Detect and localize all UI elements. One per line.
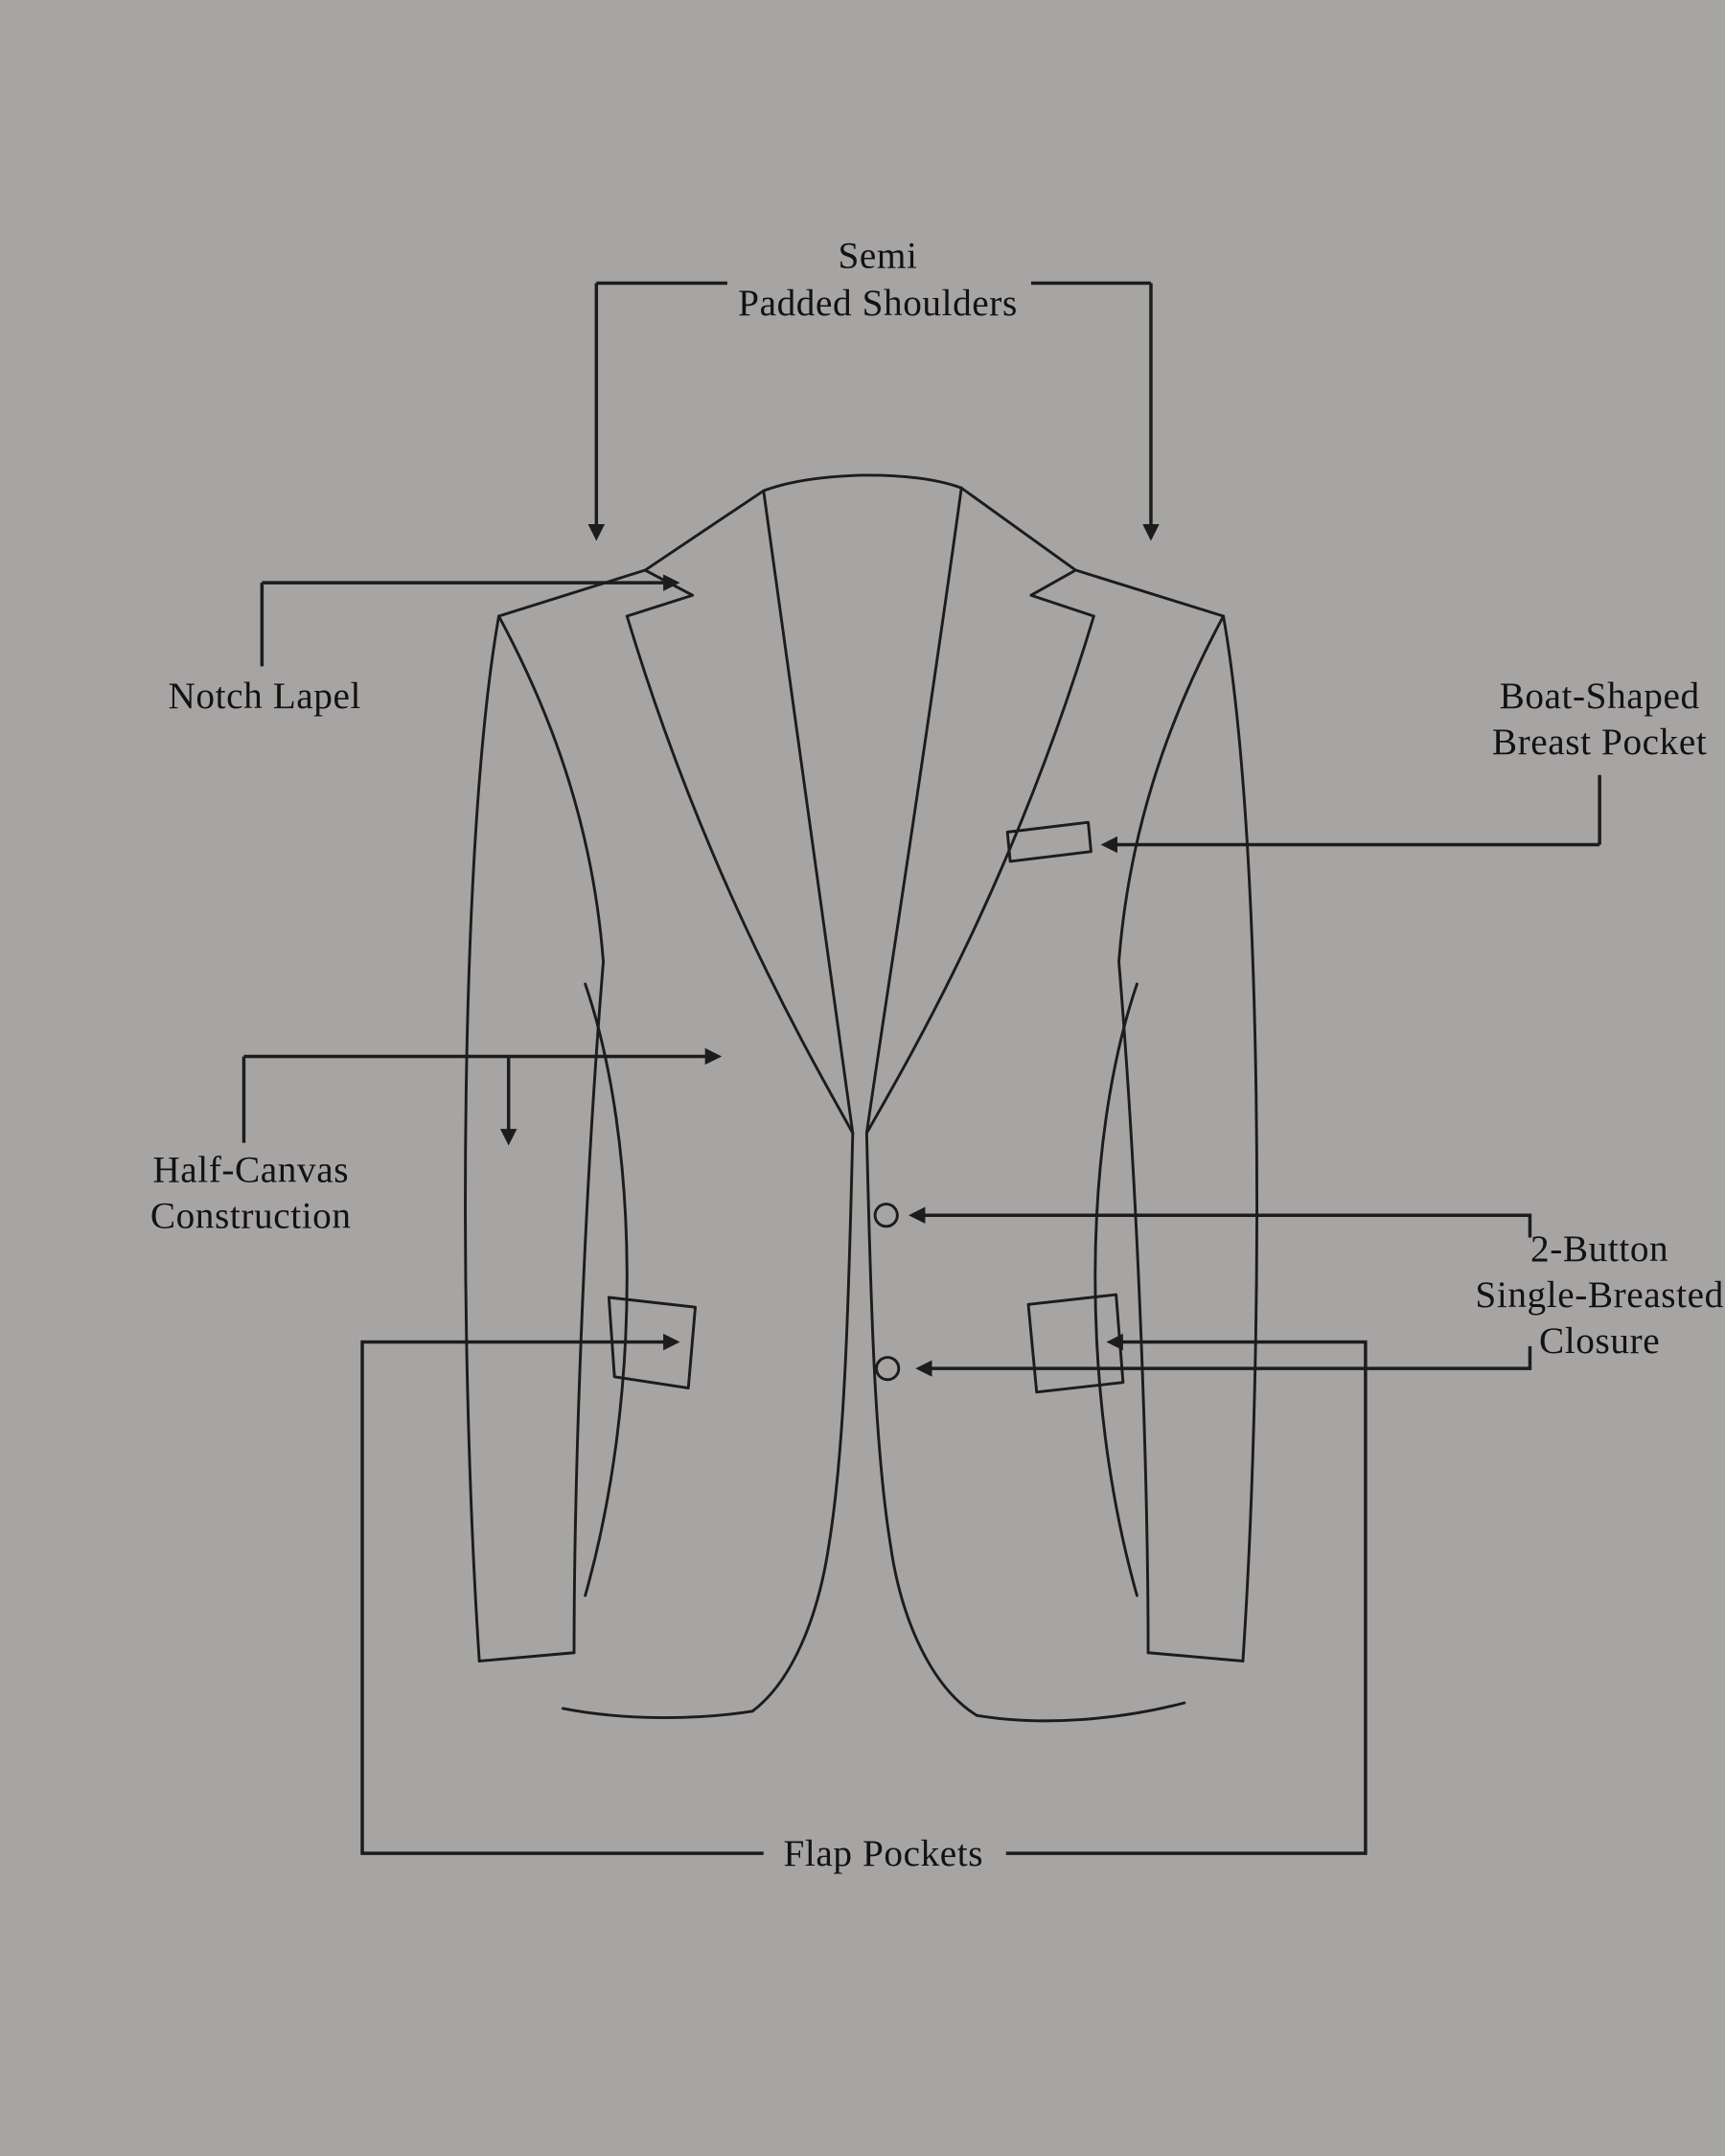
- back-collar-line: [762, 473, 963, 493]
- left-roll-line: [762, 489, 855, 1135]
- right-armhole-seam: [1117, 614, 1226, 964]
- left-sleeve-inner: [572, 960, 606, 1655]
- right-notch-line: [1029, 568, 1095, 618]
- right-sleeve-inner: [1117, 960, 1150, 1655]
- label-closure-line3: Closure: [1539, 1320, 1660, 1362]
- label-shoulders-line2: Padded Shoulders: [738, 283, 1018, 324]
- left-lapel-edge: [625, 614, 855, 1135]
- labels: Semi Padded Shoulders Notch Lapel Boat-S…: [150, 236, 1723, 1875]
- bottom-button: [875, 1356, 901, 1382]
- left-front-edge: [750, 1131, 855, 1713]
- left-sleeve-outer: [464, 614, 500, 1663]
- label-notch-lapel: Notch Lapel: [169, 676, 361, 717]
- right-cuff-line: [1146, 1651, 1245, 1663]
- label-shoulders-line1: Semi: [838, 236, 917, 277]
- left-shoulder-seam: [497, 568, 647, 618]
- right-collar-edge: [959, 486, 1077, 572]
- leader-closure-top-arrow: [908, 1206, 1532, 1238]
- right-hem-line: [975, 1701, 1186, 1723]
- right-flap-pocket-shape: [1026, 1293, 1125, 1394]
- left-hem-line: [561, 1707, 754, 1720]
- leader-flap-left-arrow: [360, 1333, 764, 1855]
- left-notch-line: [625, 568, 695, 618]
- label-canvas-line2: Construction: [150, 1195, 352, 1236]
- leader-lines: [242, 281, 1601, 1855]
- left-flap-pocket-shape: [607, 1296, 697, 1389]
- left-side-seam: [584, 982, 629, 1597]
- right-sleeve-outer: [1222, 614, 1258, 1663]
- left-collar-edge: [643, 489, 766, 572]
- label-breast-pocket-line2: Breast Pocket: [1492, 722, 1707, 763]
- breast-pocket-shape: [1005, 820, 1092, 863]
- right-shoulder-seam: [1074, 568, 1226, 618]
- top-button: [873, 1203, 899, 1228]
- right-roll-line: [864, 486, 963, 1135]
- right-side-seam: [1093, 982, 1138, 1597]
- label-canvas-line1: Half-Canvas: [152, 1149, 349, 1190]
- right-lapel-edge: [864, 614, 1095, 1135]
- leader-closure-bottom-arrow: [915, 1345, 1532, 1377]
- left-cuff-line: [477, 1651, 576, 1663]
- label-closure-line2: Single-Breasted: [1475, 1274, 1723, 1316]
- right-front-edge: [864, 1131, 978, 1717]
- label-flap-pockets: Flap Pockets: [783, 1833, 983, 1874]
- jacket-outline: [464, 473, 1258, 1723]
- label-closure-line1: 2-Button: [1530, 1228, 1668, 1270]
- left-armhole-seam: [497, 614, 606, 964]
- leader-flap-right-arrow: [1005, 1333, 1368, 1855]
- label-breast-pocket-line1: Boat-Shaped: [1500, 676, 1700, 717]
